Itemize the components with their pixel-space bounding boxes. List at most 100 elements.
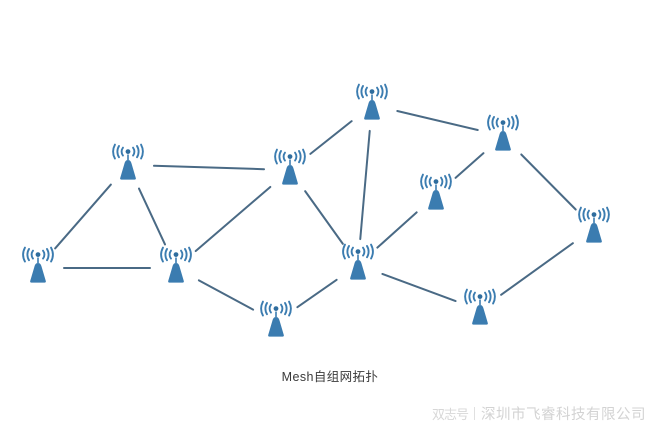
topology-edge xyxy=(500,242,574,296)
topology-node[interactable] xyxy=(420,173,452,210)
antenna-signal-wave-icon xyxy=(487,114,491,131)
antenna-tower-icon xyxy=(30,263,46,283)
antenna-signal-wave-icon xyxy=(511,116,515,130)
topology-node[interactable] xyxy=(464,288,496,325)
antenna-signal-wave-icon xyxy=(424,175,428,189)
antenna-signal-wave-icon xyxy=(380,85,384,99)
antenna-emitter-dot-icon xyxy=(173,252,179,257)
antenna-signal-wave-icon xyxy=(376,86,380,97)
antenna-signal-wave-icon xyxy=(302,148,306,165)
antenna-signal-wave-icon xyxy=(606,206,610,223)
topology-node[interactable] xyxy=(356,83,388,120)
antenna-signal-wave-icon xyxy=(468,290,472,304)
antenna-signal-wave-icon xyxy=(274,148,278,165)
antenna-signal-wave-icon xyxy=(46,248,50,262)
antenna-signal-wave-icon xyxy=(370,243,374,260)
antenna-signal-wave-icon xyxy=(350,246,354,257)
topology-edge xyxy=(454,152,485,179)
antenna-emitter-dot-icon xyxy=(287,154,293,159)
topology-node[interactable] xyxy=(274,148,306,185)
antenna-signal-wave-icon xyxy=(366,245,370,259)
antenna-emitter-dot-icon xyxy=(355,249,361,254)
antenna-signal-wave-icon xyxy=(116,145,120,159)
topology-node[interactable] xyxy=(112,143,144,180)
antenna-tower-icon xyxy=(586,223,602,243)
antenna-signal-wave-icon xyxy=(22,246,26,263)
topology-edge xyxy=(152,164,266,171)
antenna-emitter-dot-icon xyxy=(369,89,375,94)
antenna-signal-wave-icon xyxy=(362,246,366,257)
antenna-signal-wave-icon xyxy=(26,248,30,262)
antenna-signal-wave-icon xyxy=(30,249,34,260)
antenna-tower-icon xyxy=(350,260,366,280)
topology-edge xyxy=(359,129,371,241)
antenna-emitter-dot-icon xyxy=(591,212,597,217)
watermark: 双志号 深圳市飞睿科技有限公司 xyxy=(432,403,646,424)
antenna-signal-wave-icon xyxy=(420,173,424,190)
antenna-signal-wave-icon xyxy=(140,143,144,160)
watermark-company-name: 深圳市飞睿科技有限公司 xyxy=(481,407,646,423)
antenna-tower-icon xyxy=(495,131,511,151)
antenna-signal-wave-icon xyxy=(507,117,511,128)
antenna-signal-wave-icon xyxy=(488,290,492,304)
antenna-signal-wave-icon xyxy=(384,83,388,100)
topology-node[interactable] xyxy=(160,246,192,283)
topology-node[interactable] xyxy=(578,206,610,243)
antenna-signal-wave-icon xyxy=(268,303,272,314)
topology-edge xyxy=(304,190,344,245)
antenna-signal-wave-icon xyxy=(282,151,286,162)
antenna-signal-wave-icon xyxy=(284,302,288,316)
antenna-signal-wave-icon xyxy=(168,249,172,260)
topology-edge xyxy=(381,272,457,303)
antenna-signal-wave-icon xyxy=(50,246,54,263)
antenna-tower-icon xyxy=(268,317,284,337)
antenna-signal-wave-icon xyxy=(112,143,116,160)
antenna-signal-wave-icon xyxy=(356,83,360,100)
antenna-signal-wave-icon xyxy=(440,176,444,187)
antenna-signal-wave-icon xyxy=(495,117,499,128)
antenna-signal-wave-icon xyxy=(342,243,346,260)
antenna-signal-wave-icon xyxy=(164,248,168,262)
antenna-signal-wave-icon xyxy=(515,114,519,131)
antenna-emitter-dot-icon xyxy=(477,294,483,299)
antenna-signal-wave-icon xyxy=(294,151,298,162)
antenna-signal-wave-icon xyxy=(132,146,136,157)
antenna-tower-icon xyxy=(120,160,136,180)
topology-node[interactable] xyxy=(22,246,54,283)
topology-node[interactable] xyxy=(342,243,374,280)
antenna-signal-wave-icon xyxy=(288,300,292,317)
antenna-signal-wave-icon xyxy=(160,246,164,263)
antenna-tower-icon xyxy=(428,190,444,210)
topology-edge xyxy=(376,211,418,249)
watermark-divider xyxy=(474,407,475,420)
antenna-tower-icon xyxy=(472,305,488,325)
antenna-emitter-dot-icon xyxy=(433,179,439,184)
antenna-signal-wave-icon xyxy=(484,291,488,302)
antenna-signal-wave-icon xyxy=(491,116,495,130)
edges-layer xyxy=(54,109,577,311)
antenna-signal-wave-icon xyxy=(346,245,350,259)
antenna-signal-wave-icon xyxy=(586,209,590,220)
topology-edge xyxy=(296,278,338,309)
antenna-signal-wave-icon xyxy=(602,208,606,222)
topology-node[interactable] xyxy=(487,114,519,151)
antenna-signal-wave-icon xyxy=(120,146,124,157)
antenna-signal-wave-icon xyxy=(428,176,432,187)
antenna-signal-wave-icon xyxy=(180,249,184,260)
antenna-signal-wave-icon xyxy=(184,248,188,262)
antenna-signal-wave-icon xyxy=(448,173,452,190)
watermark-logo-mark: 双志号 xyxy=(431,408,469,423)
antenna-signal-wave-icon xyxy=(598,209,602,220)
topology-edge xyxy=(309,120,353,155)
topology-node[interactable] xyxy=(260,300,292,337)
antenna-emitter-dot-icon xyxy=(125,149,131,154)
antenna-signal-wave-icon xyxy=(280,303,284,314)
antenna-signal-wave-icon xyxy=(582,208,586,222)
antenna-emitter-dot-icon xyxy=(35,252,41,257)
antenna-tower-icon xyxy=(364,100,380,120)
antenna-tower-icon xyxy=(168,263,184,283)
antenna-tower-icon xyxy=(282,165,298,185)
topology-edge xyxy=(520,153,577,211)
antenna-signal-wave-icon xyxy=(492,288,496,305)
